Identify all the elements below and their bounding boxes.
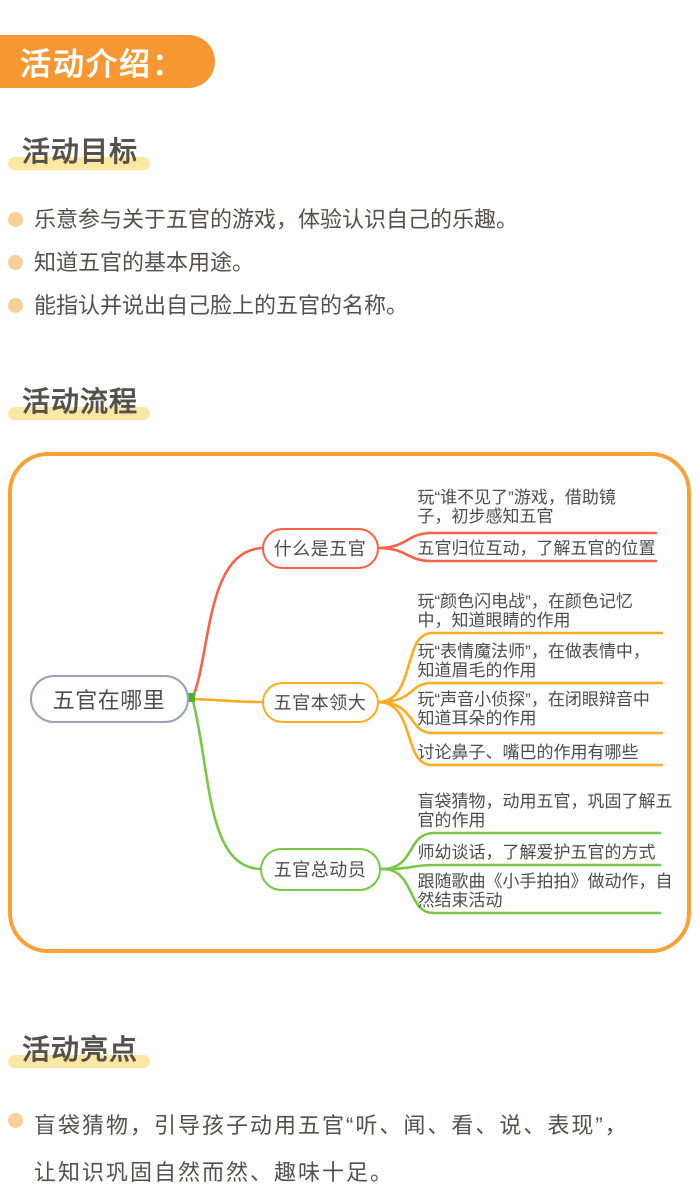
mindmap-connectors bbox=[185, 531, 663, 914]
section-title: 活动亮点 bbox=[22, 1034, 139, 1065]
mindmap-subitem: 玩“颜色闪电战”，在颜色记忆 中，知道眼睛的作用 bbox=[417, 591, 633, 630]
bullet-text: 能指认并说出自己脸上的五官的名称。 bbox=[34, 293, 409, 318]
page-title: 活动介绍： bbox=[20, 47, 185, 82]
subitem-line bbox=[376, 681, 663, 703]
mindmap-subitem: 跟随歌曲《小手拍拍》做动作，自 然结束活动 bbox=[417, 871, 673, 910]
mindmap-subitem: 师幼谈话，了解爱护五官的方式 bbox=[417, 842, 656, 862]
subitem-line bbox=[376, 631, 663, 703]
section-title: 活动目标 bbox=[22, 136, 139, 167]
mindmap-subitem: 玩“谁不见了”游戏，借助镜 子，初步感知五官 bbox=[417, 487, 616, 526]
subitem-line bbox=[380, 863, 661, 870]
goals-bullet-list: 乐意参与关于五官的游戏，体验认识自己的乐趣。 知道五官的基本用途。 能指认并说出… bbox=[8, 205, 518, 334]
mindmap-branch-node-2: 五官本领大 bbox=[261, 681, 379, 723]
mindmap-subitem: 讨论鼻子、嘴巴的作用有哪些 bbox=[417, 742, 639, 762]
list-item: 盲袋猜物，引导孩子动用五官“听、闻、看、说、表现”， 让知识巩固自然而然、趣味十… bbox=[8, 1102, 680, 1196]
list-item: 能指认并说出自己脸上的五官的名称。 bbox=[8, 291, 518, 321]
page-title-badge: 活动介绍： bbox=[0, 35, 215, 88]
section-heading-flow: 活动流程 bbox=[8, 380, 151, 420]
list-item: 乐意参与关于五官的游戏，体验认识自己的乐趣。 bbox=[8, 205, 518, 235]
bullet-dot-icon bbox=[8, 212, 23, 227]
bullet-text: 乐意参与关于五官的游戏，体验认识自己的乐趣。 bbox=[34, 207, 519, 232]
mindmap-center-node: 五官在哪里 bbox=[29, 674, 189, 723]
mindmap-subitem: 五官归位互动，了解五官的位置 bbox=[417, 538, 656, 558]
bullet-text: 知道五官的基本用途。 bbox=[34, 250, 255, 275]
branch-curve-orange bbox=[191, 697, 265, 703]
section-heading-highlights: 活动亮点 bbox=[8, 1028, 151, 1068]
mindmap-canvas: 五官在哪里 什么是五官 五官本领大 五官总动员 玩“谁不见了”游戏，借助镜 子，… bbox=[8, 452, 691, 953]
list-item: 知道五官的基本用途。 bbox=[8, 248, 518, 278]
mindmap-subitem: 盲袋猜物，动用五官，巩固了解五 官的作用 bbox=[417, 791, 673, 830]
subitem-line bbox=[380, 867, 661, 914]
section-heading-goals: 活动目标 bbox=[8, 130, 151, 170]
mindmap-panel: 五官在哪里 什么是五官 五官本领大 五官总动员 玩“谁不见了”游戏，借助镜 子，… bbox=[8, 452, 691, 953]
mindmap-branch-node-3: 五官总动员 bbox=[259, 847, 381, 891]
bullet-dot-icon bbox=[8, 298, 23, 313]
heading-highlight-bar bbox=[8, 1055, 151, 1068]
branch-junction-marker bbox=[185, 692, 195, 702]
heading-highlight-bar bbox=[8, 157, 151, 170]
mindmap-subitem: 玩“声音小侦探”，在闭眼辩音中 知道耳朵的作用 bbox=[417, 689, 650, 728]
bullet-text: 盲袋猜物，引导孩子动用五官“听、闻、看、说、表现”， 让知识巩固自然而然、趣味十… bbox=[34, 1113, 629, 1185]
section-title: 活动流程 bbox=[22, 386, 139, 417]
bullet-dot-icon bbox=[8, 255, 23, 270]
bullet-dot-icon bbox=[8, 1113, 23, 1128]
mindmap-subitem: 玩“表情魔法师”，在做表情中， 知道眉毛的作用 bbox=[417, 641, 650, 680]
subitem-line bbox=[376, 700, 663, 766]
branch-curve-red bbox=[191, 546, 265, 698]
heading-highlight-bar bbox=[8, 407, 151, 420]
highlights-bullet-list: 盲袋猜物，引导孩子动用五官“听、闻、看、说、表现”， 让知识巩固自然而然、趣味十… bbox=[8, 1102, 680, 1202]
mindmap-branch-node-1: 什么是五官 bbox=[261, 527, 379, 569]
branch-curve-green bbox=[191, 699, 263, 870]
subitem-line bbox=[376, 546, 657, 562]
